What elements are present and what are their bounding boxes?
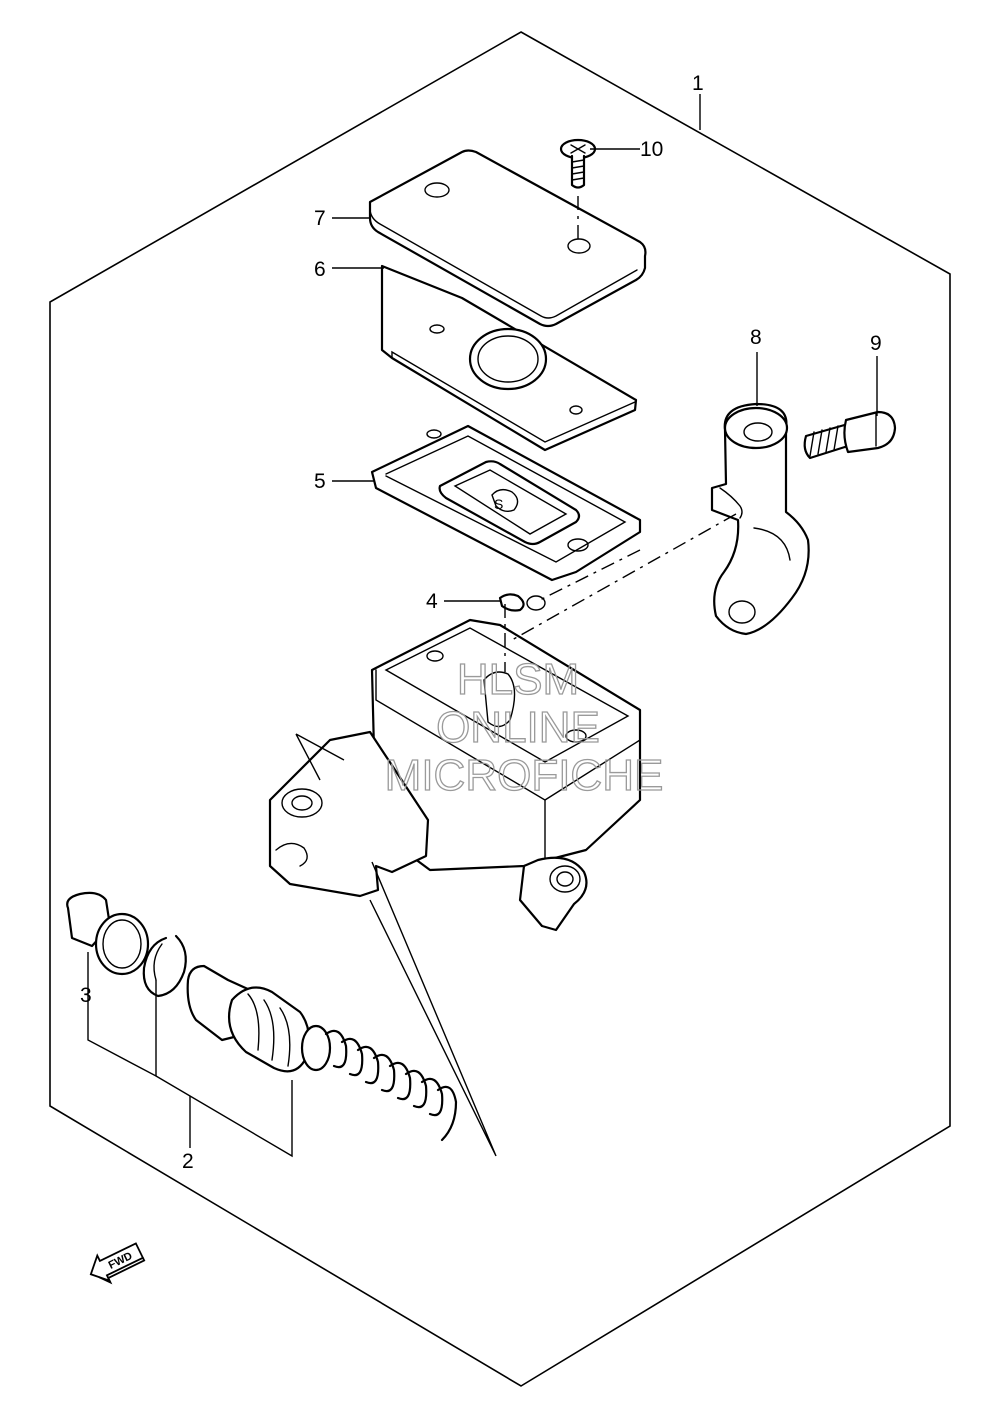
watermark-line-2: ONLINE — [436, 703, 600, 752]
clamp-bolt — [803, 410, 897, 460]
return-spring — [324, 1029, 458, 1142]
cap-screw — [559, 138, 597, 189]
fwd-arrow-icon: FWD — [89, 1242, 146, 1285]
label-part-5: 5 — [314, 470, 326, 493]
reservoir-cap — [368, 149, 647, 328]
washer — [498, 593, 546, 612]
diaphragm: S — [370, 424, 642, 582]
label-part-10: 10 — [640, 138, 663, 161]
dust-boot — [66, 891, 150, 976]
watermark: HLSM ONLINE MICROFICHE — [384, 654, 664, 800]
clamp-bracket — [710, 402, 810, 636]
watermark-line-3: MICROFICHE — [385, 751, 664, 800]
assembly-outline — [49, 31, 951, 1387]
label-part-4: 4 — [426, 590, 438, 613]
label-part-2: 2 — [182, 1150, 194, 1173]
circlip — [142, 934, 187, 998]
master-cylinder-body — [268, 618, 642, 932]
svg-text:S: S — [494, 496, 503, 512]
watermark-line-1: HLSM — [457, 655, 579, 704]
label-part-1: 1 — [692, 72, 704, 95]
label-part-7: 7 — [314, 207, 326, 230]
label-part-8: 8 — [750, 326, 762, 349]
diaphragm-plate — [380, 264, 638, 452]
label-part-9: 9 — [870, 332, 882, 355]
piston — [186, 964, 332, 1073]
label-part-6: 6 — [314, 258, 326, 281]
label-part-3: 3 — [80, 984, 92, 1007]
